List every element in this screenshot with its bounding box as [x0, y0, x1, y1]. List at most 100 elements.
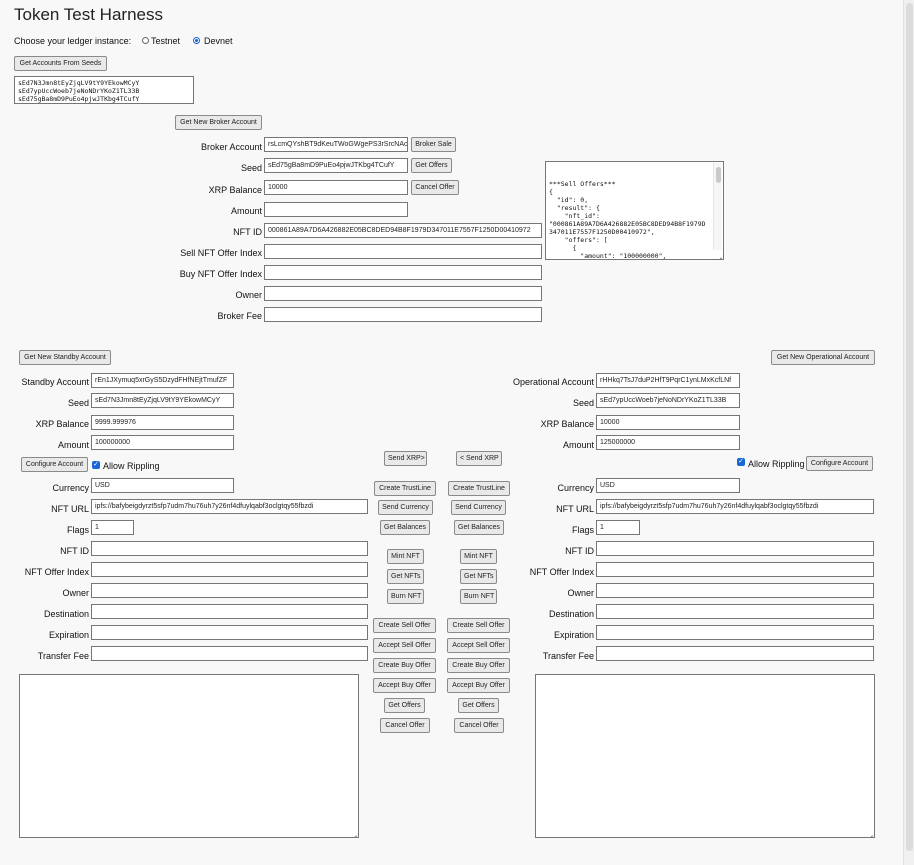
broker-results-textarea[interactable]: ***Sell Offers*** { "id": 0, "result": {…	[545, 161, 724, 260]
resize-grip-icon[interactable]	[866, 829, 873, 836]
operational-send-xrp-button[interactable]: < Send XRP	[456, 451, 502, 466]
broker-nft-id-label: NFT ID	[233, 227, 262, 237]
resize-grip-icon[interactable]	[715, 251, 722, 258]
standby-create-trustline-button[interactable]: Create TrustLine	[374, 481, 436, 496]
operational-accept-buy-offer-button[interactable]: Accept Buy Offer	[447, 678, 510, 693]
standby-nft-id-input[interactable]	[91, 541, 368, 556]
operational-owner-label: Owner	[567, 588, 594, 598]
operational-transfer-fee-input[interactable]	[596, 646, 874, 661]
operational-send-currency-button[interactable]: Send Currency	[451, 500, 506, 515]
operational-allow-rippling-checkbox[interactable]: ✓	[737, 458, 745, 466]
page-scrollbar-thumb[interactable]	[906, 3, 913, 851]
standby-amount-input[interactable]: 100000000	[91, 435, 234, 450]
standby-results-textarea[interactable]	[19, 674, 359, 838]
operational-amount-input[interactable]: 125000000	[596, 435, 740, 450]
standby-nft-offer-index-input[interactable]	[91, 562, 368, 577]
standby-flags-input[interactable]: 1	[91, 520, 134, 535]
broker-fee-input[interactable]	[264, 307, 542, 322]
standby-expiration-input[interactable]	[91, 625, 368, 640]
standby-xrp-balance-input[interactable]: 9999.999976	[91, 415, 234, 430]
standby-amount-label: Amount	[57, 440, 89, 450]
operational-get-balances-button[interactable]: Get Balances	[454, 520, 504, 535]
operational-mint-nft-button[interactable]: Mint NFT	[460, 549, 497, 564]
operational-destination-input[interactable]	[596, 604, 874, 619]
get-new-standby-account-button[interactable]: Get New Standby Account	[19, 350, 111, 365]
operational-nft-id-label: NFT ID	[565, 546, 594, 556]
radio-testnet[interactable]	[142, 37, 149, 44]
standby-destination-input[interactable]	[91, 604, 368, 619]
standby-cancel-offer-button[interactable]: Cancel Offer	[380, 718, 430, 733]
radio-devnet[interactable]	[193, 37, 200, 44]
standby-nft-offer-index-label: NFT Offer Index	[24, 567, 89, 577]
broker-nft-id-input[interactable]: 000861A89A7D6A426882E05BC8DED94B8F1979D3…	[264, 223, 542, 238]
seeds-textarea[interactable]: sEd7N3Jmn8tEyZjqLV9tY9YEkowMCyY sEd7ypUc…	[14, 76, 194, 104]
get-accounts-from-seeds-button[interactable]: Get Accounts From Seeds	[14, 56, 107, 71]
broker-get-offers-button[interactable]: Get Offers	[411, 158, 452, 173]
page-scrollbar[interactable]	[903, 0, 914, 865]
operational-account-label: Operational Account	[512, 377, 594, 387]
standby-nft-url-input[interactable]: ipfs://bafybeigdyrzt5sfp7udm7hu76uh7y26n…	[91, 499, 368, 514]
standby-xrp-balance-label: XRP Balance	[35, 419, 89, 429]
operational-nft-id-input[interactable]	[596, 541, 874, 556]
standby-get-offers-button[interactable]: Get Offers	[384, 698, 425, 713]
standby-accept-buy-offer-button[interactable]: Accept Buy Offer	[373, 678, 436, 693]
standby-mint-nft-button[interactable]: Mint NFT	[387, 549, 424, 564]
standby-accept-sell-offer-button[interactable]: Accept Sell Offer	[373, 638, 436, 653]
broker-results-scrollbar-thumb[interactable]	[716, 167, 721, 183]
operational-configure-account-button[interactable]: Configure Account	[806, 456, 873, 471]
broker-sale-button[interactable]: Broker Sale	[411, 137, 456, 152]
operational-allow-rippling-label: Allow Rippling	[748, 459, 805, 469]
operational-xrp-balance-input[interactable]: 10000	[596, 415, 740, 430]
standby-seed-input[interactable]: sEd7N3Jmn8tEyZjqLV9tY9YEkowMCyY	[91, 393, 234, 408]
broker-buy-offer-index-input[interactable]	[264, 265, 542, 280]
operational-results-textarea[interactable]	[535, 674, 875, 838]
radio-devnet-label: Devnet	[204, 36, 233, 46]
standby-transfer-fee-input[interactable]	[91, 646, 368, 661]
broker-xrp-balance-label: XRP Balance	[208, 185, 262, 195]
standby-account-input[interactable]: rEn1JXymuq5xrGyS5DzydFHfNEjtTmufZF	[91, 373, 234, 388]
operational-currency-input[interactable]: USD	[596, 478, 740, 493]
operational-nft-offer-index-input[interactable]	[596, 562, 874, 577]
broker-seed-input[interactable]: sEd75gBa8mD9PuEo4pjwJTKbg4TCufY	[264, 158, 408, 173]
standby-configure-account-button[interactable]: Configure Account	[21, 457, 88, 472]
broker-cancel-offer-button[interactable]: Cancel Offer	[411, 180, 459, 195]
standby-get-balances-button[interactable]: Get Balances	[380, 520, 430, 535]
operational-nft-url-input[interactable]: ipfs://bafybeigdyrzt5sfp7udm7hu76uh7y26n…	[596, 499, 874, 514]
broker-owner-input[interactable]	[264, 286, 542, 301]
resize-grip-icon[interactable]	[350, 829, 357, 836]
operational-get-nfts-button[interactable]: Get NFTs	[460, 569, 497, 584]
get-new-operational-account-button[interactable]: Get New Operational Account	[771, 350, 875, 365]
operational-destination-label: Destination	[548, 609, 594, 619]
operational-owner-input[interactable]	[596, 583, 874, 598]
operational-accept-sell-offer-button[interactable]: Accept Sell Offer	[447, 638, 510, 653]
broker-amount-input[interactable]	[264, 202, 408, 217]
operational-create-sell-offer-button[interactable]: Create Sell Offer	[447, 618, 510, 633]
operational-create-buy-offer-button[interactable]: Create Buy Offer	[447, 658, 510, 673]
standby-currency-input[interactable]: USD	[91, 478, 234, 493]
operational-expiration-input[interactable]	[596, 625, 874, 640]
broker-sell-offer-index-input[interactable]	[264, 244, 542, 259]
get-new-broker-account-button[interactable]: Get New Broker Account	[175, 115, 262, 130]
operational-burn-nft-button[interactable]: Burn NFT	[460, 589, 497, 604]
broker-xrp-balance-input[interactable]: 10000	[264, 180, 408, 195]
operational-flags-input[interactable]: 1	[596, 520, 640, 535]
standby-get-nfts-button[interactable]: Get NFTs	[387, 569, 424, 584]
broker-account-input[interactable]: rsLcmQYshBT9dKeuTWoGWgePS3rSrcNAcM	[264, 137, 408, 152]
operational-create-trustline-button[interactable]: Create TrustLine	[448, 481, 510, 496]
standby-owner-input[interactable]	[91, 583, 368, 598]
broker-seed-label: Seed	[240, 163, 262, 173]
standby-send-xrp-button[interactable]: Send XRP>	[384, 451, 427, 466]
broker-fee-label: Broker Fee	[217, 311, 262, 321]
broker-results-scrollbar[interactable]	[713, 163, 722, 250]
standby-seed-label: Seed	[67, 398, 89, 408]
operational-cancel-offer-button[interactable]: Cancel Offer	[454, 718, 504, 733]
standby-burn-nft-button[interactable]: Burn NFT	[387, 589, 424, 604]
standby-send-currency-button[interactable]: Send Currency	[378, 500, 433, 515]
operational-account-input[interactable]: rHHkq7TsJ7duP2HfT9PqrC1ynLMxKcfLNf	[596, 373, 740, 388]
operational-get-offers-button[interactable]: Get Offers	[458, 698, 499, 713]
standby-create-buy-offer-button[interactable]: Create Buy Offer	[373, 658, 436, 673]
broker-owner-label: Owner	[235, 290, 262, 300]
standby-allow-rippling-checkbox[interactable]: ✓	[92, 461, 100, 469]
operational-seed-input[interactable]: sEd7ypUccWoeb7jeNoNDrYKoZ1TL33B	[596, 393, 740, 408]
standby-create-sell-offer-button[interactable]: Create Sell Offer	[373, 618, 436, 633]
